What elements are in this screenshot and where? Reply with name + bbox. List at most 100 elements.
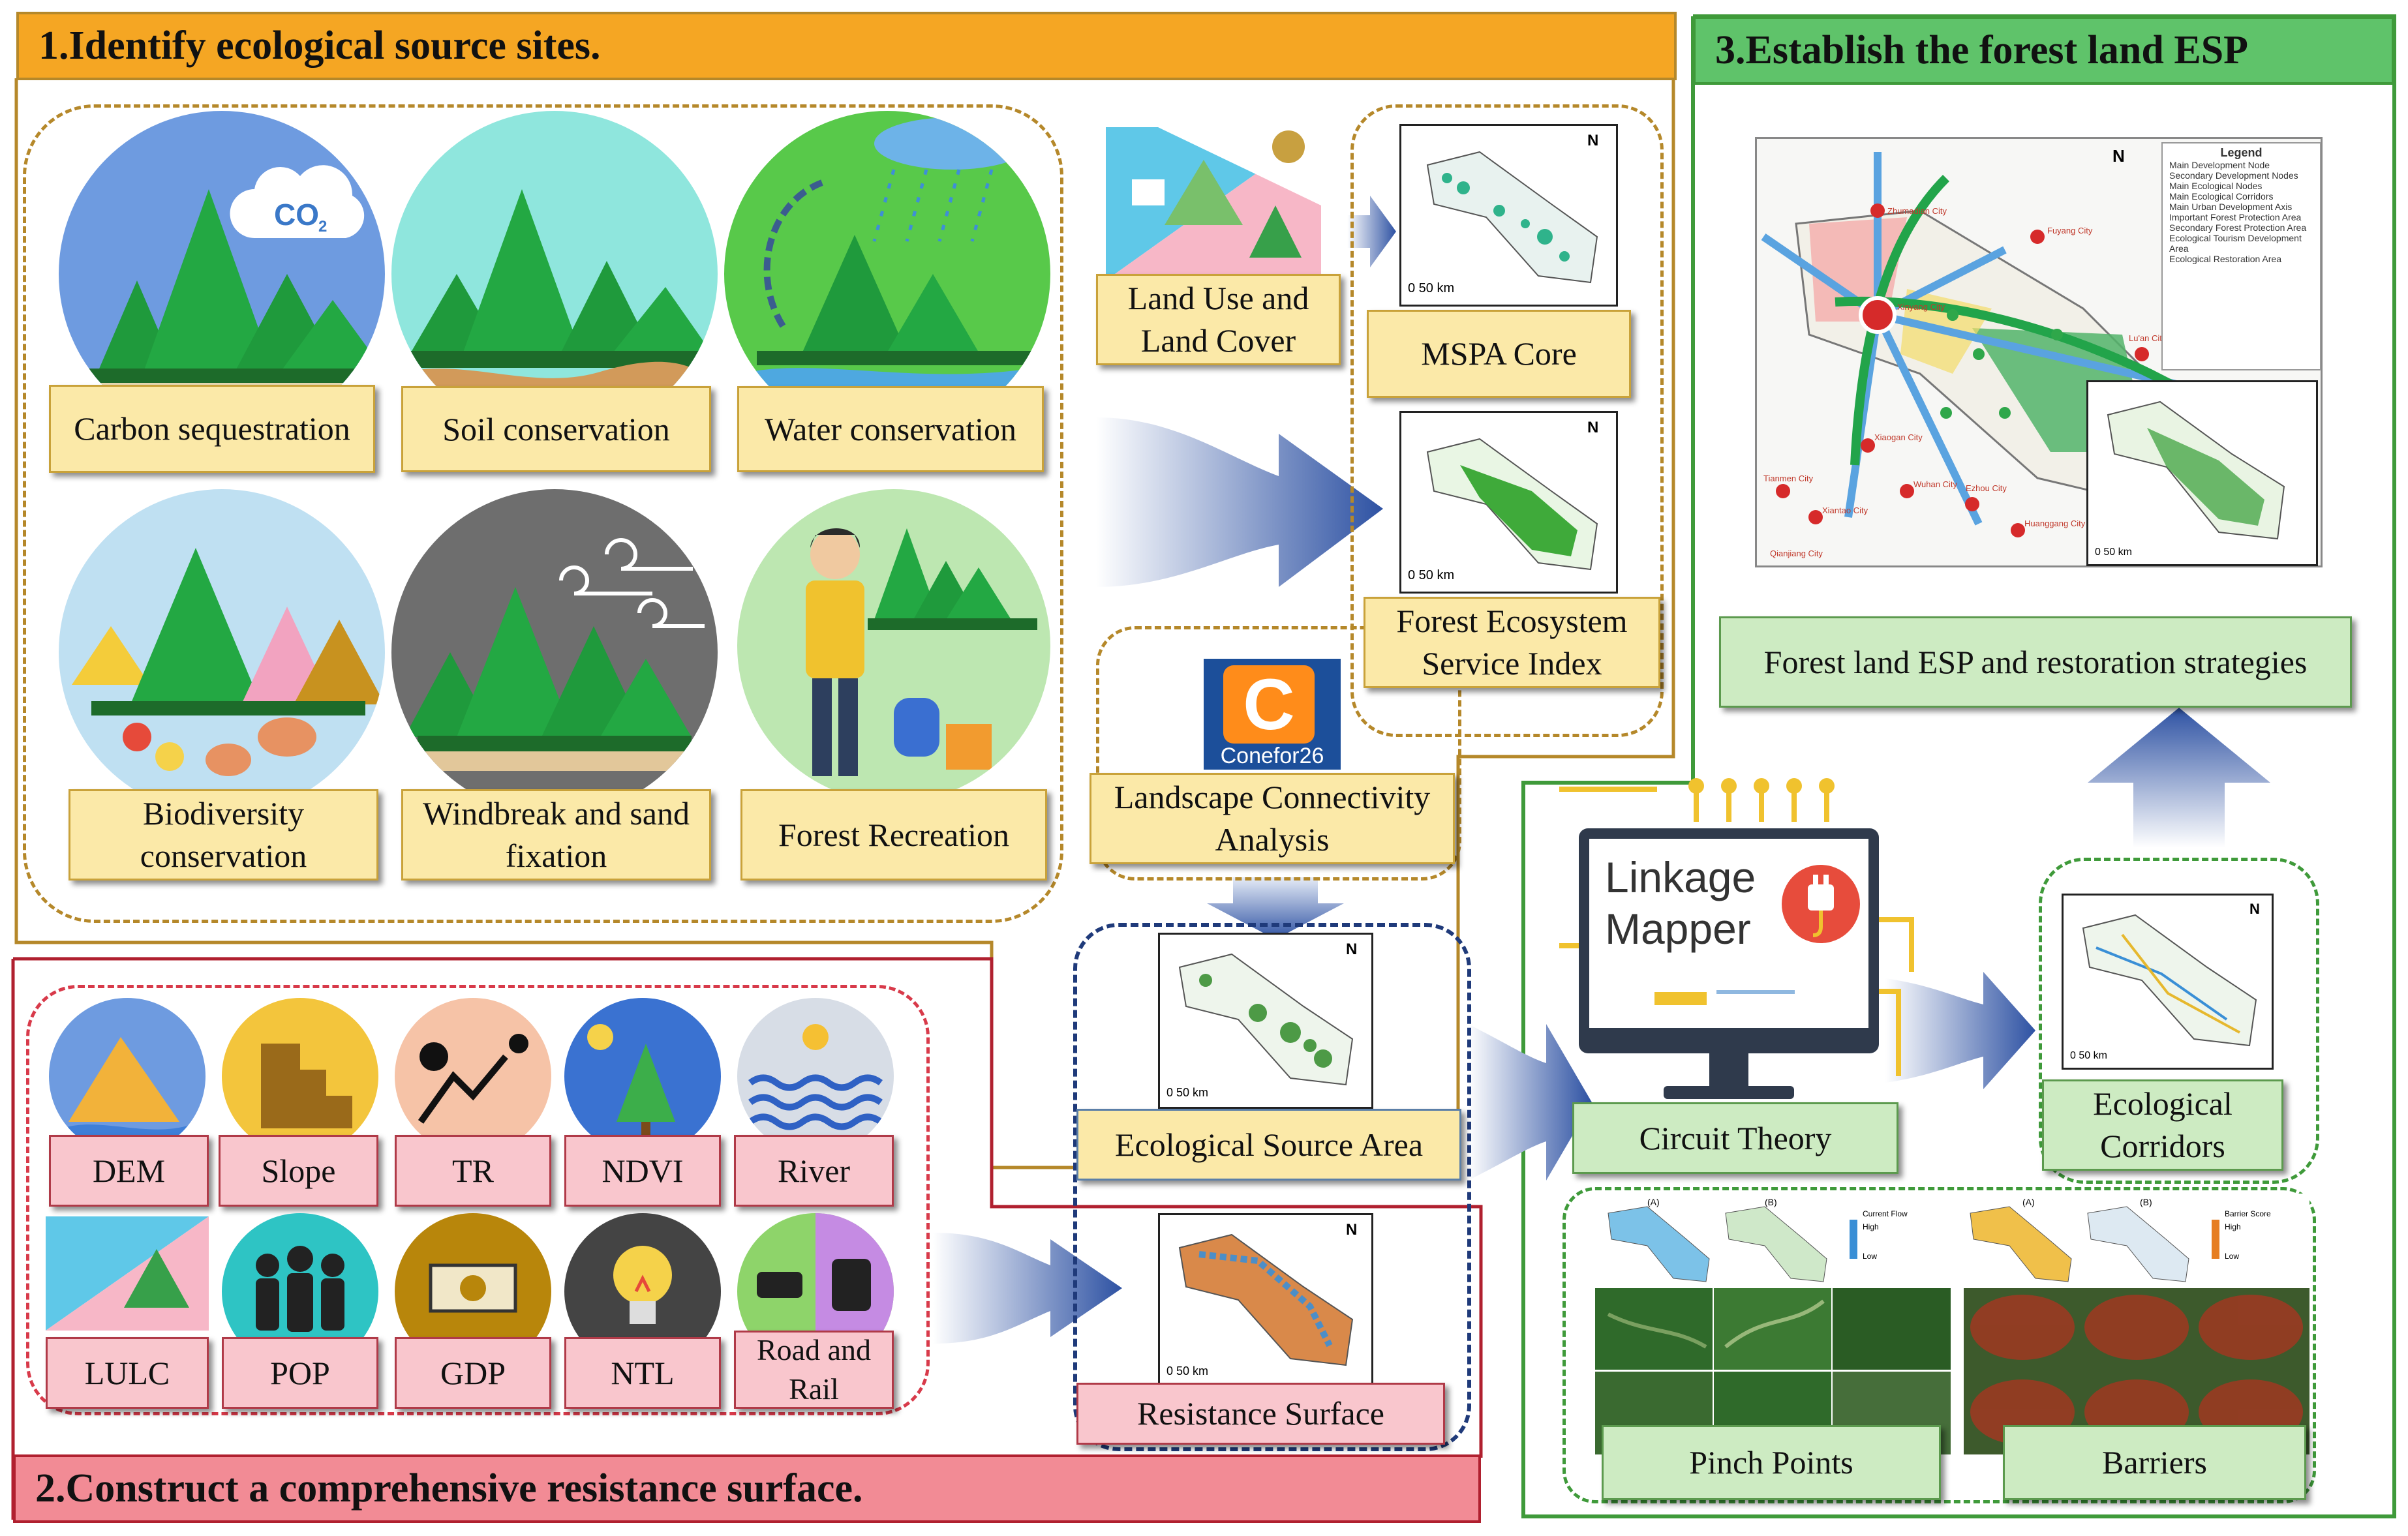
corridors-north: N [2249, 901, 2260, 917]
slope-icon [222, 998, 378, 1154]
circuit-theory-label: Circuit Theory [1572, 1102, 1898, 1174]
legend-item: Secondary Forest Protection Area [2169, 222, 2307, 233]
biodiversity-label: Biodiversity conservation [69, 789, 378, 881]
land-use-label: Land Use and Land Cover [1096, 274, 1341, 365]
mspa-label: MSPA Core [1367, 310, 1631, 398]
index-group [1350, 104, 1664, 737]
pinch-legend-title: Current Flow [1863, 1209, 1908, 1218]
section3-title: 3.Establish the forest land ESP [1715, 28, 2249, 72]
barriers-maps: (A) (B) Barrier Score High Low [1964, 1194, 2309, 1288]
conefor-app-icon: C Conefor26 [1204, 659, 1341, 770]
section3-header: 3.Establish the forest land ESP [1693, 16, 2394, 85]
corridors-group [2039, 858, 2319, 1184]
factor-dem-label: DEM [49, 1135, 209, 1207]
mspa-scale: 0 50 km [1408, 281, 1454, 295]
ecological-corridors-label: Ecological Corridors [2042, 1079, 2283, 1171]
connectivity-group [1096, 626, 1461, 881]
ndvi-icon [564, 998, 721, 1154]
pinch-tag-a: (A) [1647, 1197, 1660, 1207]
pinch-points-maps: (A) (B) Current Flow High Low [1602, 1194, 1957, 1288]
city-wuhan: Wuhan City [1913, 479, 1957, 489]
forest-recreation-label: Forest Recreation [740, 789, 1047, 881]
dem-icon [49, 998, 206, 1154]
linkage-title-line2: Mapper [1605, 905, 1751, 954]
resistance-scale: 0 50 km [1166, 1364, 1208, 1378]
factors-group [26, 985, 930, 1415]
section1-header: 1.Identify ecological source sites. [16, 12, 1677, 80]
city-luan: Lu'an City [2129, 333, 2167, 343]
forest-esp-strategies-label: Forest land ESP and restoration strategi… [1719, 616, 2352, 708]
river-icon [737, 998, 894, 1154]
co2-subscript: 2 [318, 218, 327, 235]
water-conservation-label: Water conservation [737, 386, 1044, 472]
pinch-legend-high: High [1863, 1222, 1879, 1231]
linkage-title-line1: Linkage [1605, 853, 1756, 901]
city-ezhou: Ezhou City [1966, 483, 2007, 493]
city-xinyang: Xinyang City [1897, 302, 1945, 312]
city-fuyang: Fuyang City [2047, 226, 2093, 235]
factor-slope-label: Slope [219, 1135, 378, 1207]
section2-title: 2.Construct a comprehensive resistance s… [35, 1466, 863, 1511]
plug-icon [1782, 865, 1860, 943]
mspa-north: N [1587, 132, 1598, 149]
barriers-label: Barriers [2003, 1425, 2306, 1500]
arrow-to-indices [1096, 417, 1383, 587]
conefor-logo: C [1223, 665, 1315, 745]
legend-item: Main Urban Development Axis [2169, 202, 2293, 212]
windbreak-icon [391, 489, 718, 815]
esp-legend: Legend Main Development Node Secondary D… [2161, 142, 2321, 370]
landscape-connectivity-label: Landscape Connectivity Analysis [1090, 773, 1455, 864]
fesi-north: N [1587, 419, 1598, 436]
pinch-tag-b: (B) [1765, 1197, 1777, 1207]
source-resistance-group [1073, 923, 1471, 1451]
factor-lulc-label: LULC [46, 1337, 209, 1409]
legend-title: Legend [2220, 146, 2263, 159]
mspa-map: 0 50 km N [1399, 124, 1618, 307]
terrain-relief-icon [395, 998, 551, 1154]
monitor-screen: Linkage Mapper [1589, 839, 1868, 1028]
monitor-line [1716, 990, 1795, 994]
carbon-sequestration-label: Carbon sequestration [49, 385, 375, 473]
source-area-map: 0 50 km N [1158, 933, 1373, 1109]
inset-scale: 0 50 km [2095, 547, 2132, 558]
barrier-tag-b: (B) [2140, 1197, 2152, 1207]
pinch-barrier-group [1562, 1187, 2316, 1503]
source-north: N [1346, 941, 1357, 958]
factor-ntl-label: NTL [564, 1337, 721, 1409]
conefor-name: Conefor26 [1220, 744, 1324, 768]
city-qianjiang: Qianjiang City [1770, 549, 1823, 558]
factor-river-label: River [734, 1135, 894, 1207]
section2-header: 2.Construct a comprehensive resistance s… [13, 1454, 1481, 1523]
factor-tr-label: TR [395, 1135, 551, 1207]
city-zhumadian: Zhumadian City [1887, 206, 1947, 216]
resistance-north: N [1346, 1221, 1357, 1239]
legend-item: Main Ecological Nodes [2169, 181, 2263, 191]
barrier-legend-title: Barrier Score [2225, 1209, 2271, 1218]
city-huanggang: Huanggang City [2024, 519, 2086, 528]
source-scale: 0 50 km [1166, 1086, 1208, 1099]
legend-item: Secondary Development Nodes [2169, 170, 2298, 181]
factor-pop-label: POP [222, 1337, 378, 1409]
pinch-points-label: Pinch Points [1602, 1425, 1941, 1500]
legend-item: Main Ecological Corridors [2169, 191, 2274, 202]
biodiversity-icon [59, 489, 385, 815]
resistance-map: 0 50 km N [1158, 1213, 1373, 1386]
esp-north: N [2112, 146, 2125, 166]
pinch-legend-low: Low [1863, 1252, 1877, 1261]
section1-title: 1.Identify ecological source sites. [38, 23, 601, 68]
fesi-scale: 0 50 km [1408, 568, 1454, 582]
ecological-source-area-label: Ecological Source Area [1076, 1109, 1461, 1181]
linkage-mapper-monitor: Linkage Mapper [1579, 828, 1879, 1099]
corridors-map: 0 50 km N [2062, 894, 2274, 1070]
esp-map: Zhumadian City Xinyang City Fuyang City … [1755, 137, 2323, 567]
barrier-tag-a: (A) [2022, 1197, 2035, 1207]
legend-item: Important Forest Protection Area [2169, 212, 2302, 222]
factor-ndvi-label: NDVI [564, 1135, 721, 1207]
services-group [23, 104, 1063, 923]
linkage-mapper-title: Linkage Mapper [1605, 852, 1756, 955]
corridors-scale: 0 50 km [2070, 1050, 2107, 1061]
barrier-legend-high: High [2225, 1222, 2241, 1231]
monitor-bar [1654, 992, 1707, 1005]
windbreak-label: Windbreak and sand fixation [401, 789, 711, 881]
